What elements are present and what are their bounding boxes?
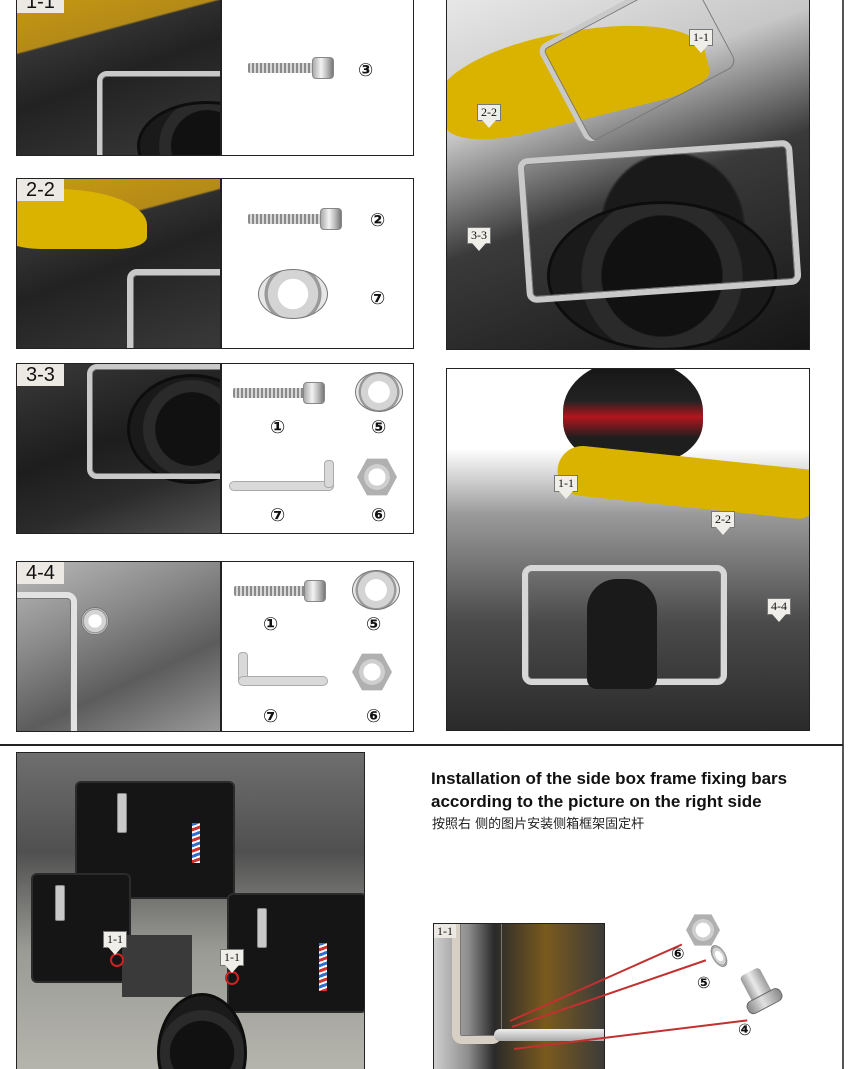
installed-cases-photo: 1-1 1-1 <box>16 752 365 1069</box>
latch <box>55 885 65 921</box>
washer-part-icon <box>707 942 731 970</box>
instruction-line-2: according to the picture on the right si… <box>431 792 762 811</box>
divider <box>220 364 222 533</box>
bolt-part-icon <box>248 208 348 230</box>
nut-part-icon <box>686 914 720 946</box>
location-marker: 4-4 <box>767 598 791 622</box>
frame-rail <box>87 364 221 479</box>
location-marker: 1-1 <box>554 475 578 499</box>
washer-part-icon <box>355 372 403 412</box>
step-3-3-panel: 3-3 ① ⑤ ⑦ ⑥ <box>16 363 414 534</box>
frame-rail <box>17 592 77 731</box>
location-marker: 1-1 <box>220 949 244 973</box>
part-number: ② <box>370 210 386 231</box>
washer-part-icon <box>352 570 400 610</box>
section-divider <box>0 744 843 746</box>
step-3-3-photo <box>17 364 221 533</box>
step-1-1-panel: 1-1 ③ <box>16 0 414 156</box>
step-label: 1-1 <box>17 0 64 13</box>
detail-1-1-photo: 1-1 <box>433 923 605 1069</box>
step-1-1-photo <box>17 0 221 155</box>
right-page-border <box>842 0 844 1069</box>
location-marker: 3-3 <box>467 227 491 251</box>
motorcycle-with-cases-photo <box>17 753 364 1069</box>
detail-closeup-photo <box>434 924 604 1069</box>
part-number: ⑤ <box>371 417 387 438</box>
step-label: 2-2 <box>17 179 64 201</box>
location-marker: 1-1 <box>689 29 713 53</box>
step-4-4-panel: 4-4 ① ⑤ ⑦ ⑥ <box>16 561 414 732</box>
step-label: 4-4 <box>17 562 64 584</box>
frame-tube <box>452 924 502 1044</box>
instruction-line-1: Installation of the side box frame fixin… <box>431 769 788 788</box>
frame-rail <box>127 269 221 348</box>
bolt-part-icon <box>233 382 329 404</box>
part-number: ⑤ <box>697 973 711 992</box>
nut-part-icon <box>357 458 397 496</box>
latch <box>257 908 267 948</box>
instruction-chinese: 按照右 侧的图片安装侧箱框架固定杆 <box>432 817 645 832</box>
washer-part-icon <box>258 269 328 319</box>
motorcycle-side-photo <box>447 369 809 730</box>
seat <box>555 443 809 521</box>
right-side-case <box>227 893 364 1013</box>
divider <box>220 0 222 155</box>
bag-silhouette <box>587 579 657 689</box>
divider <box>220 179 222 348</box>
side-frame <box>517 139 802 304</box>
license-plate <box>122 935 192 997</box>
part-number: ⑦ <box>263 706 279 727</box>
detail-label: 1-1 <box>434 924 456 938</box>
part-number: ① <box>270 417 286 438</box>
part-number: ⑥ <box>671 944 685 963</box>
bracket-tab <box>324 460 334 488</box>
part-number: ⑦ <box>270 505 286 526</box>
divider <box>220 562 222 731</box>
bracket-part-icon <box>229 481 334 491</box>
step-2-2-photo <box>17 179 221 348</box>
highlight-ring <box>225 971 239 985</box>
rear-tire <box>547 201 777 349</box>
fixing-bar <box>494 1029 604 1041</box>
step-2-2-panel: 2-2 ② ⑦ <box>16 178 414 349</box>
part-number: ③ <box>358 60 374 81</box>
part-number: ① <box>263 614 279 635</box>
spacer-bolt-part-icon <box>732 960 792 1020</box>
bolt-part-icon <box>248 57 338 79</box>
part-number: ⑤ <box>366 614 382 635</box>
step-4-4-photo <box>17 562 221 731</box>
latch <box>117 793 127 833</box>
frame-rail <box>97 71 221 155</box>
part-number: ⑥ <box>366 706 382 727</box>
location-marker: 2-2 <box>711 511 735 535</box>
part-number: ⑦ <box>370 288 386 309</box>
motorcycle-rear-photo <box>447 0 809 349</box>
bracket-part-icon <box>238 676 328 686</box>
tire <box>127 374 221 484</box>
highlight-ring <box>110 953 124 967</box>
step-label: 3-3 <box>17 364 64 386</box>
location-marker: 1-1 <box>103 931 127 955</box>
mount-bolt <box>81 607 109 635</box>
stripe-decal <box>192 823 200 863</box>
bolt-part-icon <box>234 580 330 602</box>
stripe-decal <box>319 943 327 991</box>
overview-photo-bottom: 1-1 2-2 4-4 <box>446 368 810 731</box>
part-number: ⑥ <box>371 505 387 526</box>
location-marker: 2-2 <box>477 104 501 128</box>
overview-photo-top: 1-1 2-2 3-3 <box>446 0 810 350</box>
nut-part-icon <box>352 653 392 691</box>
part-number: ④ <box>738 1020 752 1039</box>
